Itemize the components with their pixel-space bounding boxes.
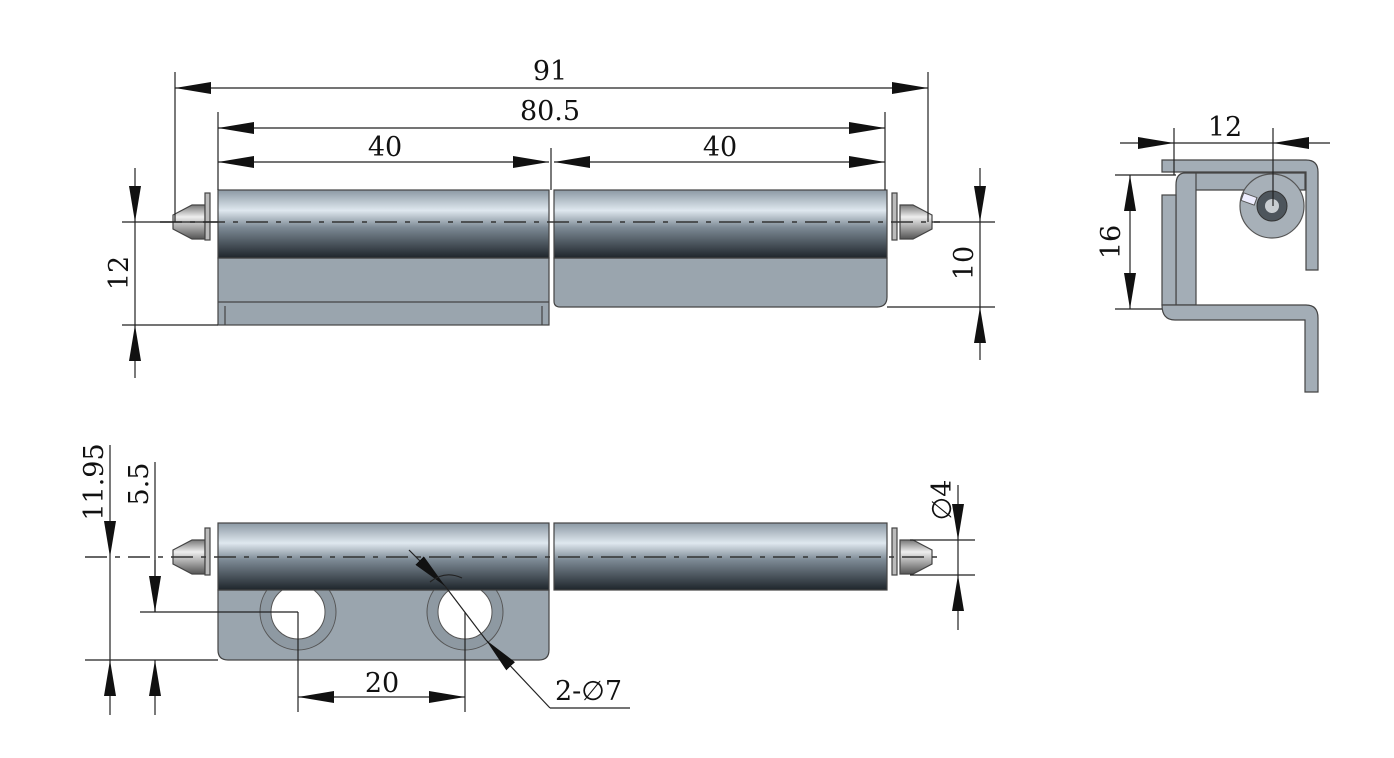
dim-overall-length: 91 bbox=[533, 56, 567, 87]
front-view: 91 80.5 40 40 12 10 bbox=[104, 56, 995, 378]
right-pin bbox=[899, 204, 933, 240]
dim-left-height: 12 bbox=[104, 256, 135, 290]
dim-side-width: 12 bbox=[1208, 112, 1242, 143]
left-knuckle bbox=[217, 189, 550, 259]
side-view: 12 16 bbox=[1096, 112, 1330, 393]
bottom-view: 11.95 5.5 20 2-∅7 ∅4 bbox=[79, 443, 975, 715]
right-knuckle bbox=[553, 189, 888, 259]
dim-hole-spacing: 20 bbox=[365, 668, 399, 699]
dim-pin-diameter: ∅4 bbox=[927, 480, 958, 521]
dim-barrel-length: 80.5 bbox=[520, 96, 580, 127]
right-leaf bbox=[553, 257, 888, 308]
dim-side-height: 16 bbox=[1096, 225, 1127, 259]
dim-left-knuckle: 40 bbox=[368, 132, 402, 163]
dim-right-knuckle: 40 bbox=[703, 132, 737, 163]
bottom-plate bbox=[1161, 304, 1319, 393]
dim-pin-offset: 11.95 bbox=[79, 443, 110, 520]
dim-hole-offset: 5.5 bbox=[124, 463, 155, 506]
dim-hole-callout: 2-∅7 bbox=[555, 676, 622, 707]
dim-right-height: 10 bbox=[949, 246, 980, 280]
top-plate bbox=[1161, 159, 1319, 271]
left-leaf bbox=[217, 257, 550, 326]
